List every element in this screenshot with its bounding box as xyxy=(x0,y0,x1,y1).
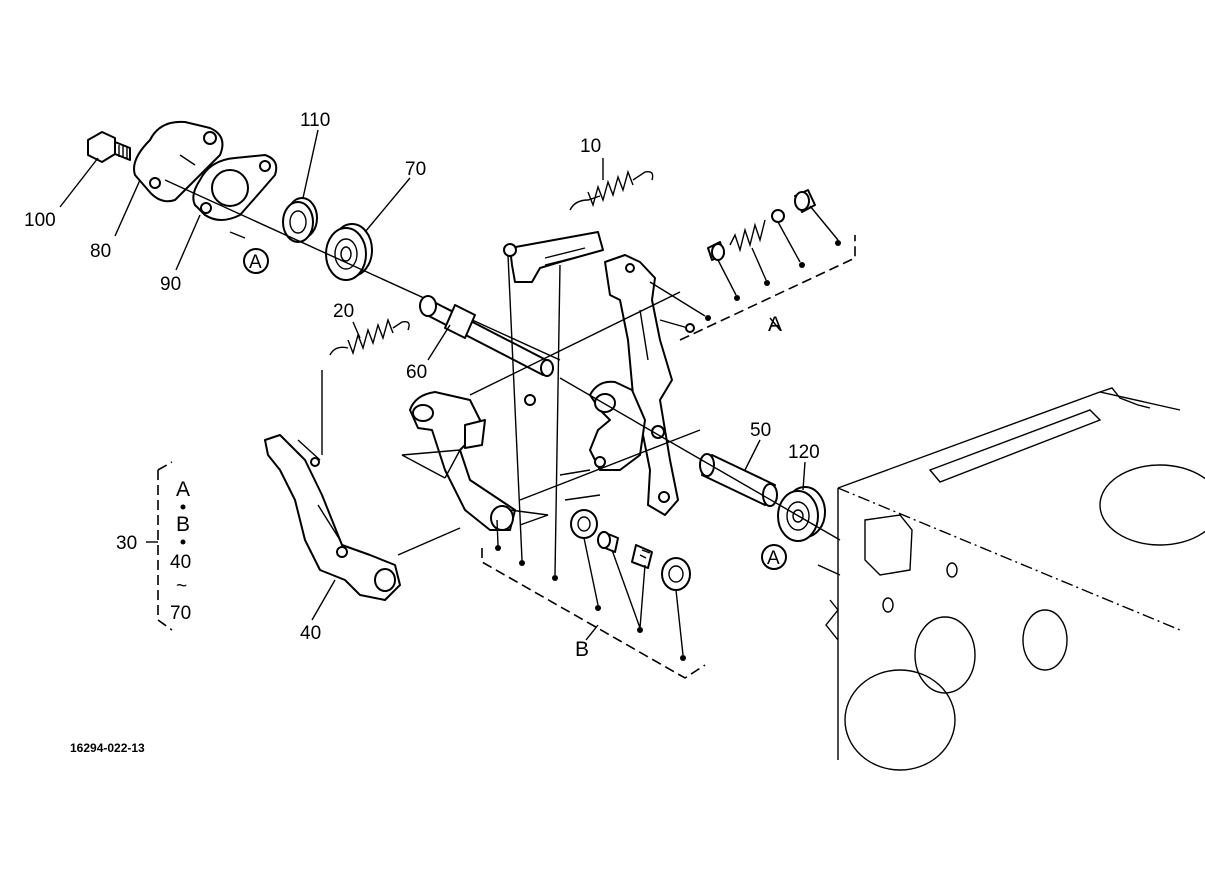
lever-arm xyxy=(503,231,604,283)
bearing-120 xyxy=(777,486,826,542)
fork-outline-b xyxy=(509,509,549,526)
group-b-outline xyxy=(481,548,706,679)
label-50: 50 xyxy=(750,420,771,441)
bracket-line-70: 70 xyxy=(170,603,191,624)
bracket-line-b: B xyxy=(176,513,190,536)
bracket-outline xyxy=(157,461,173,631)
label-20: 20 xyxy=(333,301,354,322)
shaft-60 xyxy=(419,295,554,377)
fork-outline-a xyxy=(401,449,461,479)
bracket-line-tilde: ~ xyxy=(176,576,187,597)
group-a-label: A xyxy=(768,313,782,336)
label-leaders xyxy=(59,129,806,641)
group-a-parts xyxy=(707,189,816,261)
spring-10 xyxy=(569,169,654,211)
group-b-parts xyxy=(570,509,691,591)
label-60: 60 xyxy=(406,362,427,383)
ref-a-left-label: A xyxy=(249,252,262,273)
drawing-code: 16294-022-13 xyxy=(70,741,145,755)
ref-circle-a-left xyxy=(243,248,269,274)
label-10: 10 xyxy=(580,136,601,157)
shaft-50 xyxy=(699,453,778,507)
seal-110 xyxy=(282,197,318,243)
group-b-label: B xyxy=(575,638,589,661)
label-110: 110 xyxy=(300,110,330,131)
lever-40 xyxy=(264,434,461,601)
gasket-90 xyxy=(192,154,278,221)
bracket-dot-1 xyxy=(180,504,186,510)
ref-circle-a-right xyxy=(761,544,787,570)
bracket-plate xyxy=(604,254,679,516)
label-100: 100 xyxy=(24,210,56,231)
axis-upper xyxy=(164,179,561,361)
leader-lines xyxy=(229,205,841,661)
bolt-100 xyxy=(87,131,131,163)
bracket-line-40: 40 xyxy=(170,552,191,573)
bracket-dot-2 xyxy=(180,539,186,545)
axis-lower xyxy=(559,377,841,541)
label-70: 70 xyxy=(405,159,426,180)
bracket-line-a: A xyxy=(176,478,190,501)
label-30: 30 xyxy=(116,533,137,554)
fork-outline-c xyxy=(559,469,601,501)
plate-80 xyxy=(133,120,224,203)
group-a-outline xyxy=(679,235,856,341)
label-90: 90 xyxy=(160,274,181,295)
label-40: 40 xyxy=(300,623,321,644)
spring-20 xyxy=(329,317,410,356)
label-80: 80 xyxy=(90,241,111,262)
ref-a-right-label: A xyxy=(767,548,780,569)
label-120: 120 xyxy=(788,442,820,463)
axis-cross xyxy=(469,291,681,396)
engine-block xyxy=(825,387,1205,771)
